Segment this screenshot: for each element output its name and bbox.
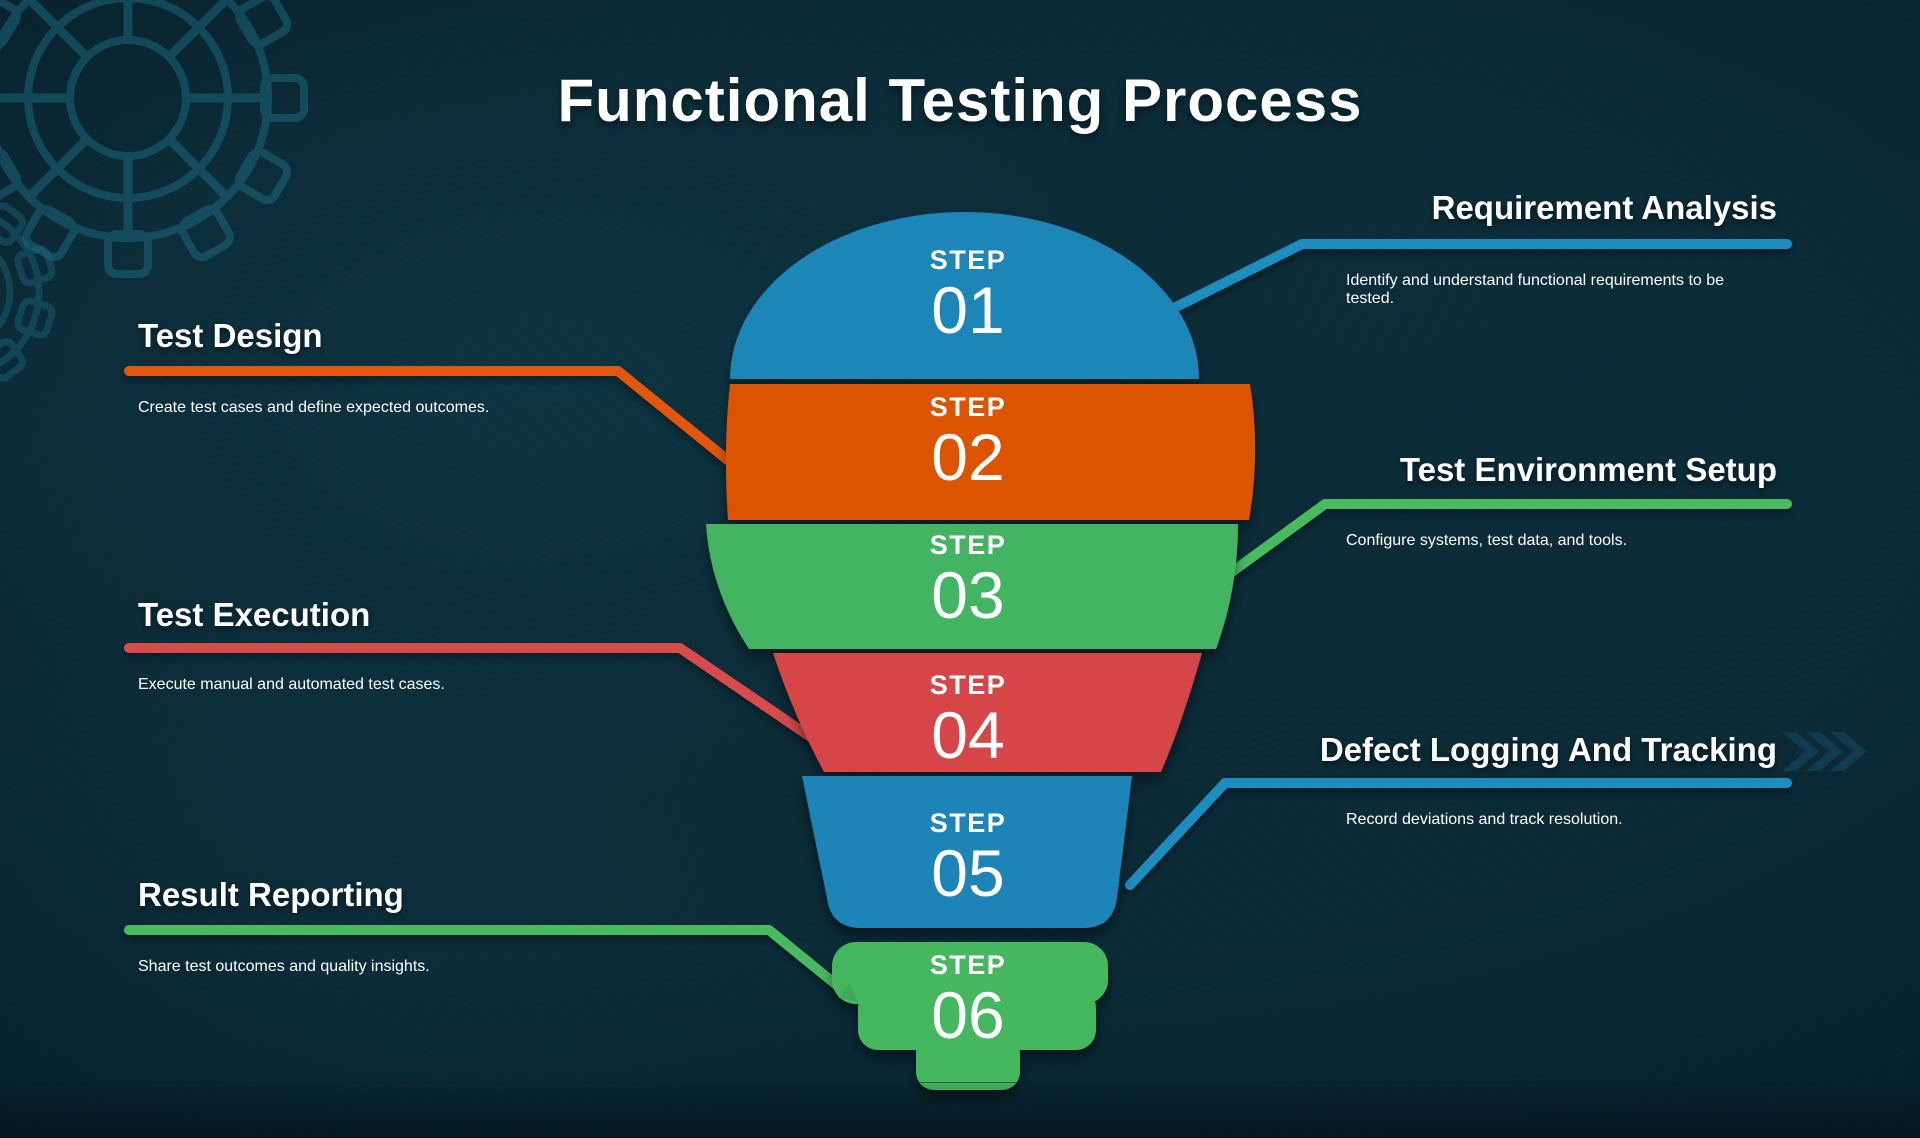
- table-edge-shadow: [0, 1082, 1920, 1138]
- gear-icon: [0, 0, 308, 278]
- bulb-slice-1: [730, 212, 1199, 379]
- bulb-slice-4: [773, 653, 1202, 772]
- lightbulb-diagram: [706, 212, 1256, 1090]
- small-gear-icon: [0, 202, 56, 382]
- callout-test-design-desc: Create test cases and define expected ou…: [138, 399, 490, 416]
- connector-step3: [1220, 499, 1792, 582]
- callout-title: Test Design: [138, 317, 323, 354]
- callout-title: Test Execution: [138, 596, 371, 633]
- callout-defect-logging: Defect Logging And Tracking: [1320, 730, 1777, 770]
- connector-step5: [1125, 778, 1792, 890]
- callout-result-reporting-desc: Share test outcomes and quality insights…: [138, 958, 430, 975]
- connector-step1: [1145, 239, 1792, 325]
- arrowhead: [838, 983, 858, 1002]
- callout-title: Test Environment Setup: [1399, 451, 1777, 488]
- connector-step6: [124, 925, 849, 996]
- callout-test-execution-desc: Execute manual and automated test cases.: [138, 676, 445, 693]
- callout-result-reporting: Result Reporting: [138, 875, 404, 915]
- bulb-slice-3: [706, 524, 1238, 649]
- callout-test-environment-setup: Test Environment Setup: [1400, 450, 1777, 490]
- callout-requirement-analysis-desc: Identify and understand functional requi…: [1346, 272, 1725, 307]
- chevron-right-icons: [1782, 732, 1867, 771]
- callout-test-execution: Test Execution: [138, 595, 370, 635]
- callout-test-environment-setup-desc: Configure systems, test data, and tools.: [1346, 532, 1628, 549]
- connector-step2: [124, 366, 745, 475]
- callout-requirement-analysis: Requirement Analysis: [1432, 188, 1777, 228]
- callout-defect-logging-desc: Record deviations and track resolution.: [1346, 811, 1623, 828]
- callout-title: Requirement Analysis: [1431, 189, 1777, 226]
- bulb-slice-2: [725, 384, 1256, 520]
- connector-step4: [124, 643, 820, 745]
- callout-title: Defect Logging And Tracking: [1319, 731, 1777, 768]
- page-title: Functional Testing Process: [557, 67, 1363, 134]
- callout-test-design: Test Design: [138, 316, 323, 356]
- bulb-slice-5: [802, 776, 1132, 928]
- bulb-slice-6: [832, 942, 1108, 1090]
- callout-title: Result Reporting: [138, 876, 404, 913]
